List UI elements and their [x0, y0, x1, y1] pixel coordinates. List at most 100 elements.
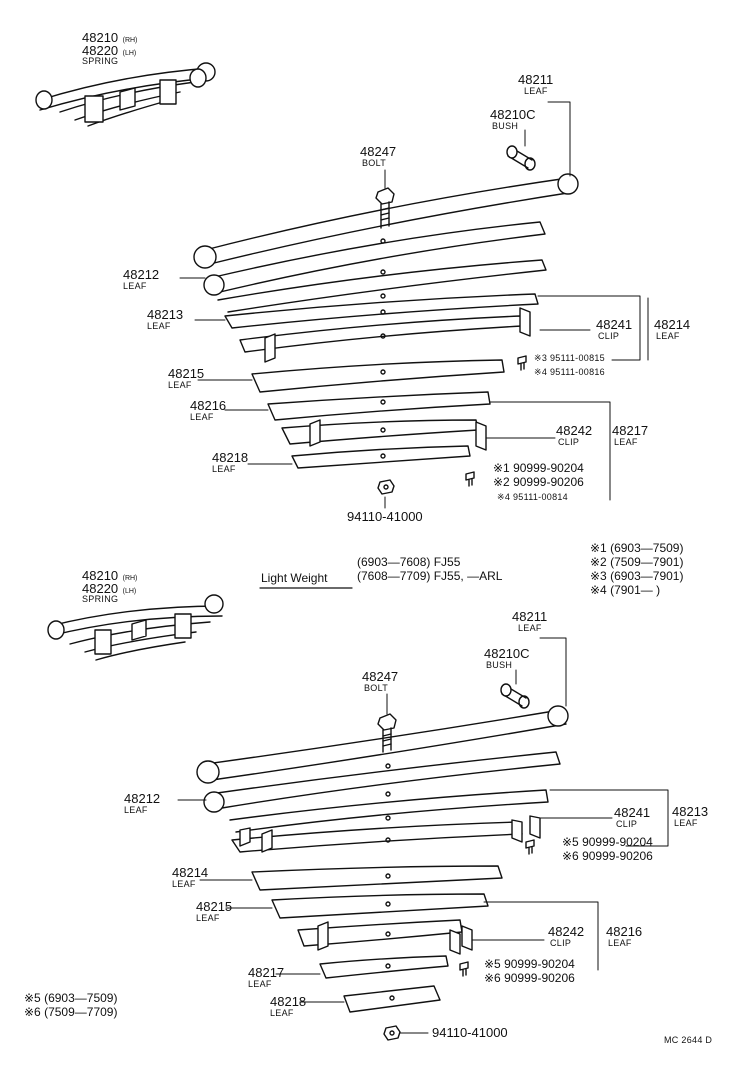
- mark: ※4: [590, 583, 607, 597]
- part-name: LEAF: [614, 437, 638, 447]
- part-name: SPRING: [82, 594, 119, 604]
- main-leaf-icon-bottom: [196, 705, 569, 784]
- part-name: BUSH: [486, 660, 513, 670]
- main-leaf-icon: [193, 173, 579, 269]
- mark: ※2: [590, 555, 607, 569]
- range-label-2: (7608—7709) FJ55, —ARL: [357, 569, 503, 583]
- part-name: LEAF: [608, 938, 632, 948]
- mark: ※5: [484, 957, 501, 971]
- bolt-label-6b: ※6 90999-90206: [484, 972, 575, 984]
- bolt-label-5: ※5 90999-90204: [562, 836, 653, 848]
- bolt-label-6: ※6 90999-90206: [562, 850, 653, 862]
- part-name: LEAF: [674, 818, 698, 828]
- part-number: 90999-90206: [513, 475, 584, 489]
- leaf-48215-icon: [251, 359, 505, 393]
- rivet-label-b: ※4 95111-00816: [534, 368, 605, 377]
- rivet-icon: [465, 355, 527, 487]
- part-number: 48212: [124, 791, 161, 806]
- footnote-4: ※4 (7901— ): [590, 584, 660, 596]
- part-name: LEAF: [270, 1008, 294, 1018]
- part-number: 48213: [672, 804, 709, 819]
- note-text: (6903—7509): [44, 991, 118, 1005]
- part-number: 48247: [360, 144, 397, 159]
- part-number: 48214: [172, 865, 209, 880]
- mark: ※3: [590, 569, 607, 583]
- light-weight-label: Light Weight: [261, 571, 328, 585]
- mark: ※3: [534, 353, 548, 363]
- note-text: (7509—7901): [610, 555, 684, 569]
- bush-icon-bottom: [500, 683, 530, 709]
- mark: ※5: [562, 835, 579, 849]
- side-label: (LH): [122, 50, 137, 57]
- bush-icon: [506, 145, 536, 171]
- footnote-2: ※2 (7509—7901): [590, 556, 683, 568]
- part-name: LEAF: [248, 979, 272, 989]
- bolt-label-5b: ※5 90999-90204: [484, 958, 575, 970]
- part-number: 94110-41000: [347, 509, 423, 524]
- part-name: LEAF: [123, 281, 147, 291]
- spring-assembly-label-bottom-2: 48220 (LH): [82, 581, 136, 597]
- part-name: CLIP: [550, 938, 572, 948]
- bolt-label-a: ※1 90999-90204: [493, 462, 584, 474]
- mark: ※1: [590, 541, 607, 555]
- note-text: (7901— ): [610, 583, 661, 597]
- part-number: 48217: [248, 965, 285, 980]
- part-number: 90999-90206: [582, 849, 653, 863]
- side-label: (RH): [122, 575, 138, 582]
- part-number: 48216: [606, 924, 643, 939]
- rivet-label-c: ※4 95111-00814: [497, 493, 568, 502]
- part-name: LEAF: [656, 331, 680, 341]
- part-name: BUSH: [492, 121, 519, 131]
- leaf-48214-icon-bottom: [251, 865, 503, 891]
- part-number: 48210: [82, 568, 119, 583]
- part-number: 48220: [82, 581, 119, 596]
- footnote-3: ※3 (6903—7901): [590, 570, 683, 582]
- part-number: 90999-90206: [504, 971, 575, 985]
- leaf-48212-icon-bottom: [203, 751, 561, 833]
- part-name: BOLT: [362, 158, 387, 168]
- part-name: LEAF: [172, 879, 196, 889]
- part-number: 48247: [362, 669, 399, 684]
- part-number: 48210: [82, 30, 119, 45]
- part-number: 90999-90204: [582, 835, 653, 849]
- spring-assembly-label: 48210 (RH): [82, 30, 137, 46]
- part-name: LEAF: [212, 464, 236, 474]
- side-label: (RH): [122, 37, 138, 44]
- part-name: LEAF: [524, 86, 548, 96]
- part-number: 48216: [190, 398, 227, 413]
- part-name: SPRING: [82, 56, 119, 66]
- mark: ※5: [24, 991, 41, 1005]
- diagram-code: MC 2644 D: [664, 1035, 713, 1045]
- spring-assembly-label-2: 48220 (LH): [82, 43, 136, 59]
- part-number: 48215: [168, 366, 205, 381]
- leaf-48212-icon: [203, 221, 546, 296]
- part-name: LEAF: [124, 805, 148, 815]
- nut-icon: [377, 479, 395, 495]
- part-name: LEAF: [196, 913, 220, 923]
- part-number: 95111-00815: [549, 353, 605, 363]
- leaf-48215-icon-bottom: [271, 893, 489, 919]
- leaf-48216-icon: [267, 391, 491, 451]
- part-number: 48218: [270, 994, 307, 1009]
- note-text: (7509—7709): [44, 1005, 118, 1019]
- mark: ※4: [497, 492, 511, 502]
- bolt-label-b: ※2 90999-90206: [493, 476, 584, 488]
- leaf-second-icon: [217, 259, 547, 313]
- part-number: 48242: [556, 423, 593, 438]
- part-number: 48218: [212, 450, 249, 465]
- part-number: 48220: [82, 43, 119, 58]
- part-number: 48213: [147, 307, 184, 322]
- part-name: BOLT: [364, 683, 389, 693]
- leader-lines-bottom: [177, 637, 669, 1034]
- note-text: (6903—7901): [610, 569, 684, 583]
- leader-lines-top: [179, 101, 649, 509]
- nut-icon-bottom: [383, 1025, 401, 1041]
- spring-assembly-label-bottom: 48210 (RH): [82, 568, 137, 584]
- part-number: 48211: [512, 609, 548, 624]
- part-number: 95111-00816: [549, 367, 605, 377]
- range-label-1: (6903—7608) FJ55: [357, 555, 461, 569]
- part-name: CLIP: [598, 331, 620, 341]
- part-name: CLIP: [616, 819, 638, 829]
- center-bolt-icon: [375, 187, 395, 229]
- rivet-label-a: ※3 95111-00815: [534, 354, 605, 363]
